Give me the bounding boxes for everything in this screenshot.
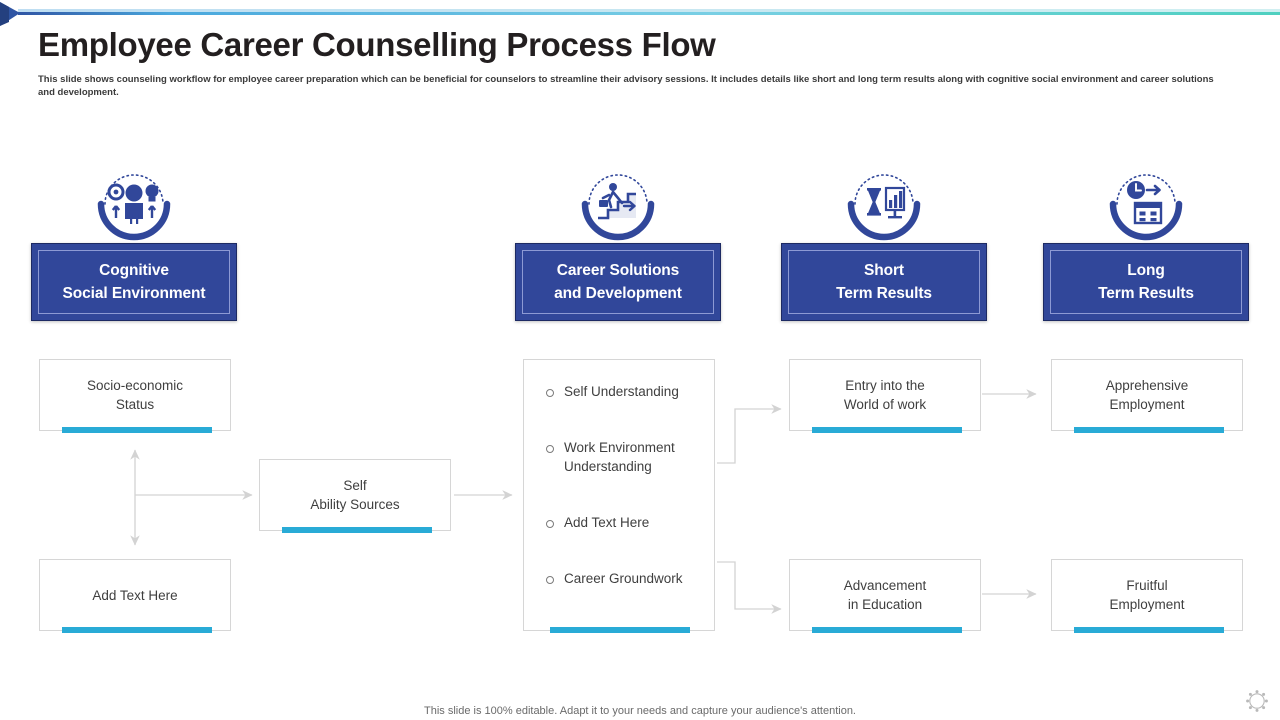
header-box-career-solutions[interactable]: Career Solutions and Development — [515, 243, 721, 321]
header-label: Career Solutions and Development — [554, 262, 682, 302]
header-label: Long Term Results — [1098, 262, 1194, 302]
card-accent-bar — [1074, 627, 1224, 633]
list-item[interactable]: Add Text Here — [546, 513, 704, 532]
career-stairs-climb-icon — [576, 162, 660, 246]
card-self-ability-sources[interactable]: Self Ability Sources — [259, 459, 451, 533]
card-accent-bar — [282, 527, 432, 533]
card-advancement-in-education[interactable]: Advancement in Education — [789, 559, 981, 633]
list-item[interactable]: Work Environment Understanding — [546, 438, 704, 476]
hourglass-chart-icon — [842, 162, 926, 246]
clock-calendar-icon — [1104, 162, 1188, 246]
card-accent-bar — [550, 627, 690, 633]
footer-note: This slide is 100% editable. Adapt it to… — [424, 705, 856, 717]
header-box-long-term-results[interactable]: Long Term Results — [1043, 243, 1249, 321]
card-accent-bar — [62, 627, 212, 633]
list-item[interactable]: Self Understanding — [546, 382, 704, 401]
header-box-cognitive-social-environment[interactable]: Cognitive Social Environment — [31, 243, 237, 321]
card-label: Fruitful Employment — [1109, 578, 1185, 612]
header-label: Cognitive Social Environment — [62, 262, 206, 302]
top-left-arrow-icon — [0, 2, 22, 28]
career-solutions-list: Self Understanding Work Environment Unde… — [524, 382, 714, 588]
header-label: Short Term Results — [836, 262, 932, 302]
card-label: Apprehensive Employment — [1105, 378, 1189, 412]
top-rule-soft — [18, 9, 1280, 12]
card-apprehensive-employment[interactable]: Apprehensive Employment — [1051, 359, 1243, 433]
page-subtitle: This slide shows counseling workflow for… — [38, 74, 1214, 98]
card-label: Advancement in Education — [843, 578, 927, 612]
card-label: Entry into the World of work — [843, 378, 927, 412]
header-box-short-term-results[interactable]: Short Term Results — [781, 243, 987, 321]
card-label: Socio-economic Status — [86, 378, 184, 412]
card-accent-bar — [62, 427, 212, 433]
card-accent-bar — [812, 427, 962, 433]
card-accent-bar — [812, 627, 962, 633]
card-label: Self Ability Sources — [310, 478, 400, 512]
card-fruitful-employment[interactable]: Fruitful Employment — [1051, 559, 1243, 633]
card-accent-bar — [1074, 427, 1224, 433]
cognitive-people-gear-icon — [92, 162, 176, 246]
settings-gear-circle-icon[interactable] — [1244, 688, 1270, 714]
list-item[interactable]: Career Groundwork — [546, 569, 704, 588]
card-label: Add Text Here — [92, 587, 178, 603]
card-career-solutions-list[interactable]: Self Understanding Work Environment Unde… — [523, 359, 715, 633]
card-socio-economic-status[interactable]: Socio-economic Status — [39, 359, 231, 433]
top-gradient-rule — [18, 12, 1280, 15]
card-entry-into-world-of-work[interactable]: Entry into the World of work — [789, 359, 981, 433]
page-title: Employee Career Counselling Process Flow — [38, 26, 716, 63]
card-add-text-here-left[interactable]: Add Text Here — [39, 559, 231, 633]
